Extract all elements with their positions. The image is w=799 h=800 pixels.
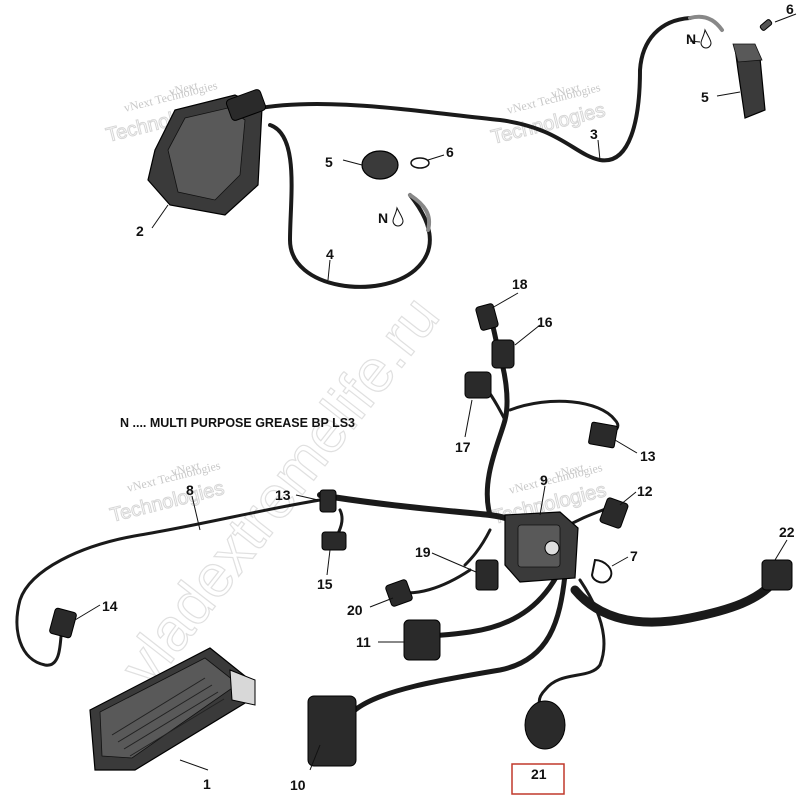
callout-18: 18 xyxy=(512,276,528,292)
callout-2: 2 xyxy=(136,223,144,239)
ignition-assembly: N N xyxy=(147,14,773,289)
callouts: 1 2 3 4 5 5 6 6 7 8 9 10 11 12 13 13 14 … xyxy=(102,1,795,793)
wiring-harness xyxy=(15,303,793,767)
leader-lines xyxy=(74,13,797,771)
ecu-module-1 xyxy=(89,647,256,771)
harness-branch-22 xyxy=(570,575,780,627)
spark-plug-cap-left xyxy=(361,150,399,180)
callout-1: 1 xyxy=(203,776,211,792)
callout-6-middle: 6 xyxy=(446,144,454,160)
callout-11: 11 xyxy=(356,634,371,650)
relay-block-9 xyxy=(504,511,579,583)
callout-6-right: 6 xyxy=(786,1,794,17)
callout-22: 22 xyxy=(779,524,795,540)
grease-symbol-1: N xyxy=(686,31,696,47)
highlight-box-21 xyxy=(511,763,565,795)
harness-lower-branch-10 xyxy=(352,572,568,713)
connector-13-top xyxy=(588,421,618,449)
callout-9: 9 xyxy=(540,472,548,488)
connector-17 xyxy=(464,371,492,399)
harness-branch-20 xyxy=(398,568,472,595)
callout-10: 10 xyxy=(290,777,306,793)
ignition-coil xyxy=(147,89,267,216)
callout-5-right: 5 xyxy=(701,89,709,105)
callout-15: 15 xyxy=(317,576,333,592)
callout-12: 12 xyxy=(637,483,653,499)
callout-21: 21 xyxy=(531,766,547,782)
callout-8: 8 xyxy=(186,482,194,498)
grease-note: N .... MULTI PURPOSE GREASE BP LS3 xyxy=(120,416,355,430)
connector-13-left xyxy=(319,489,337,513)
harness-branch-21 xyxy=(537,578,606,714)
spark-plug-cap-right xyxy=(732,43,766,119)
ht-wire-4 xyxy=(268,123,432,289)
callout-4: 4 xyxy=(326,246,334,262)
connector-10 xyxy=(307,695,357,767)
connector-12 xyxy=(599,497,629,529)
callout-20: 20 xyxy=(347,602,363,618)
harness-upper-branch xyxy=(484,309,510,518)
ht-wire-3 xyxy=(248,16,692,163)
connector-22 xyxy=(761,559,793,591)
connector-16 xyxy=(491,339,515,369)
connector-21 xyxy=(524,700,566,750)
connector-18 xyxy=(475,303,499,331)
grease-drop-icon-1 xyxy=(700,28,712,49)
clamp-middle xyxy=(410,157,430,169)
connector-20 xyxy=(385,579,413,607)
grease-drop-icon-2 xyxy=(392,206,404,227)
grease-symbol-2: N xyxy=(378,210,388,226)
clamp-right xyxy=(759,19,773,31)
ht-wire-3-boot xyxy=(688,14,724,32)
connector-19 xyxy=(475,559,499,591)
connector-15 xyxy=(321,531,347,551)
callout-16: 16 xyxy=(537,314,553,330)
callout-3: 3 xyxy=(590,126,598,142)
connector-14 xyxy=(49,607,77,639)
callout-5-left: 5 xyxy=(325,154,333,170)
callout-14: 14 xyxy=(102,598,118,614)
callout-7: 7 xyxy=(630,548,638,564)
harness-lower-branch-11 xyxy=(429,567,563,639)
harness-branch-19 xyxy=(463,528,492,567)
callout-17: 17 xyxy=(455,439,471,455)
callout-19: 19 xyxy=(415,544,431,560)
harness-branch-8 xyxy=(15,498,322,667)
callout-13-left: 13 xyxy=(275,487,291,503)
cable-clip-7 xyxy=(590,558,613,584)
callout-13-right: 13 xyxy=(640,448,656,464)
connector-11 xyxy=(403,619,441,661)
ht-wire-4-end xyxy=(408,193,431,232)
